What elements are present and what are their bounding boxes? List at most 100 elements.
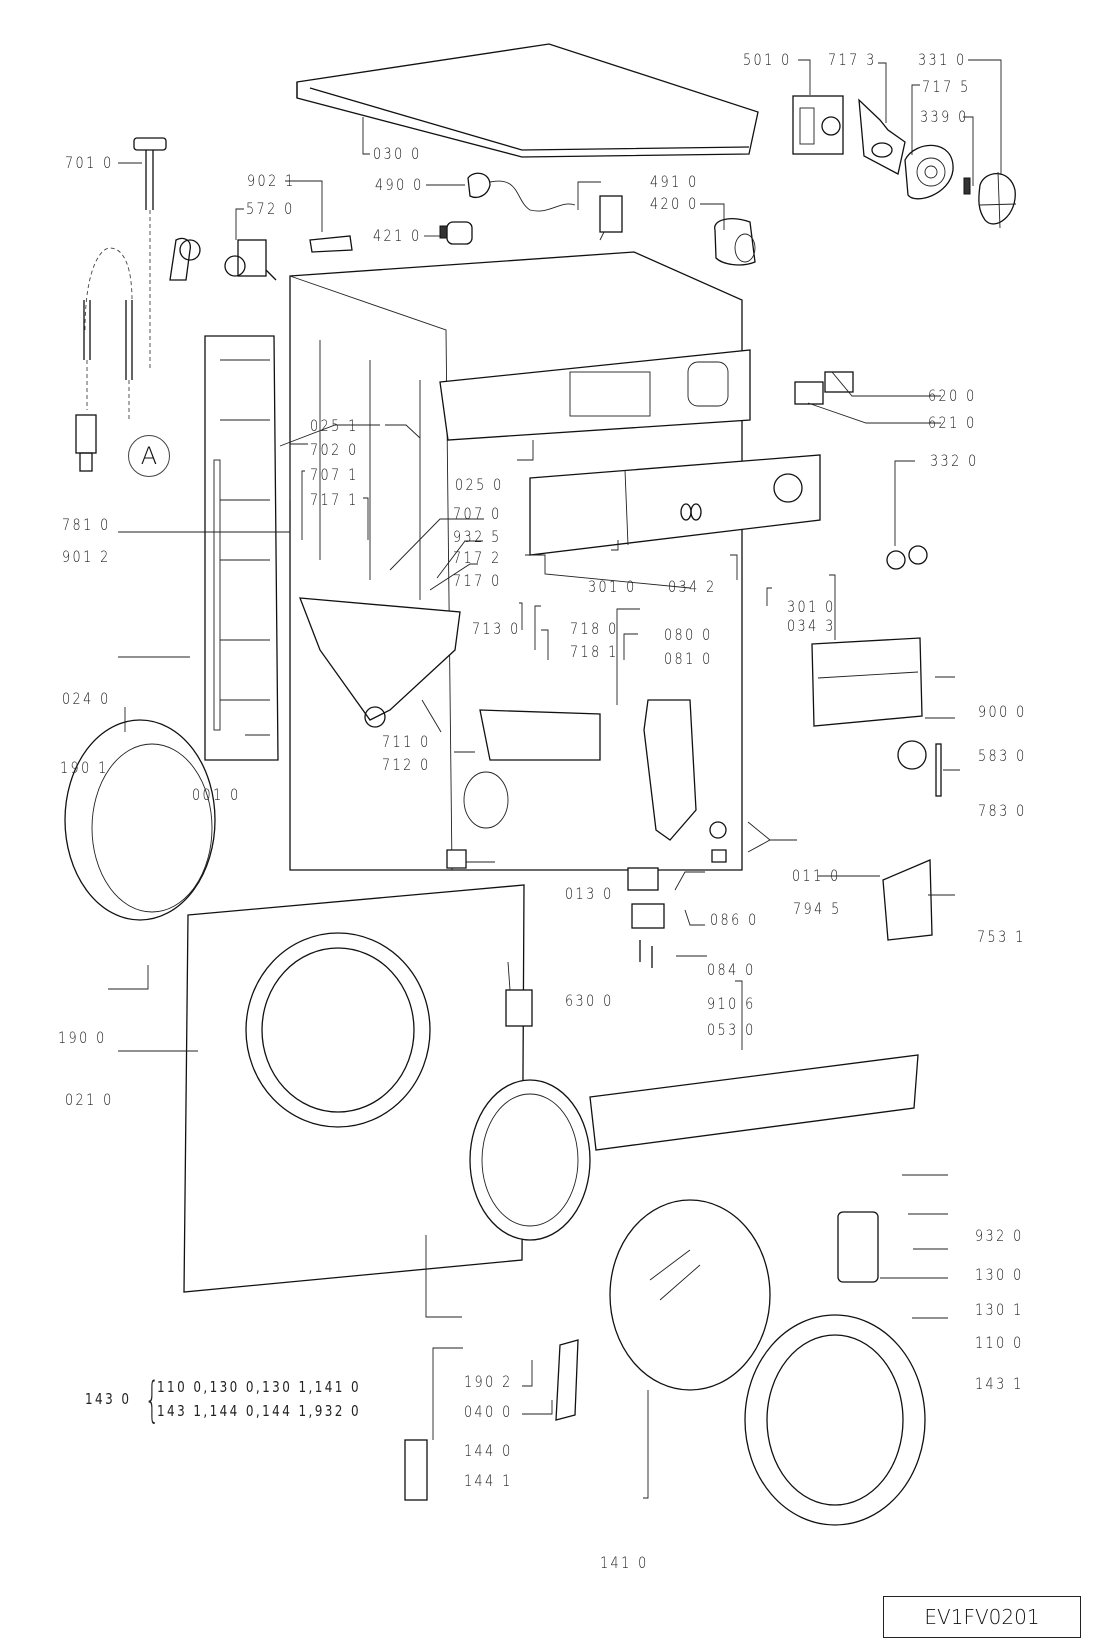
- part-label-717-2: 717 2: [453, 548, 502, 567]
- part-label-707-0: 707 0: [453, 504, 502, 523]
- part-label-084-0: 084 0: [707, 960, 756, 979]
- part-label-143-1: 143 1: [975, 1374, 1024, 1393]
- pressure-switch: [897, 740, 927, 770]
- part-label-621-0: 621 0: [928, 413, 977, 432]
- timer-knob: [963, 171, 1017, 229]
- assembly-line-1: 110 0,130 0,130 1,141 0: [157, 1378, 362, 1396]
- part-label-620-0: 620 0: [928, 386, 977, 405]
- door-hinge-plate: [555, 1339, 579, 1421]
- door-lock: [505, 989, 533, 1027]
- part-label-034-3: 034 3: [787, 616, 836, 635]
- part-label-025-0: 025 0: [455, 475, 504, 494]
- switch-blocks: [794, 371, 854, 405]
- capacitor: [714, 218, 756, 266]
- control-panel-frame: [439, 349, 751, 441]
- diagram-code-box: EV1FV0201: [883, 1596, 1081, 1638]
- door-handle: [837, 1211, 879, 1283]
- feet: [446, 821, 727, 869]
- gasket-loop: [643, 699, 697, 841]
- control-fascia: [529, 454, 821, 556]
- fill-hose: [133, 137, 167, 370]
- part-label-339-0: 339 0: [920, 107, 969, 126]
- part-label-501-0: 501 0: [743, 50, 792, 69]
- part-label-130-1: 130 1: [975, 1300, 1024, 1319]
- door-outer-ring: [744, 1314, 926, 1526]
- part-label-001-0: 001 0: [192, 785, 241, 804]
- part-label-630-0: 630 0: [565, 991, 614, 1010]
- door-ring-inner: [469, 1079, 591, 1241]
- leader-lines: [108, 59, 1002, 1499]
- part-label-712-0: 712 0: [382, 755, 431, 774]
- clamps: [627, 867, 665, 968]
- part-label-781-0: 781 0: [62, 515, 111, 534]
- programmer-timer: [792, 95, 844, 155]
- part-label-190-0: 190 0: [58, 1028, 107, 1047]
- part-label-144-0: 144 0: [464, 1441, 513, 1460]
- selector-knobs: [886, 545, 928, 570]
- terminal-block: [309, 235, 353, 253]
- part-label-190-1: 190 1: [60, 758, 109, 777]
- callout-marker-a: A: [128, 435, 170, 477]
- part-label-491-0: 491 0: [650, 172, 699, 191]
- top-lid: [296, 43, 759, 158]
- part-label-794-5: 794 5: [793, 899, 842, 918]
- part-label-711-0: 711 0: [382, 732, 431, 751]
- cabinet: [289, 251, 743, 871]
- part-label-301-0-handle: 301 0: [787, 597, 836, 616]
- part-label-902-1: 902 1: [247, 171, 296, 190]
- part-label-021-0: 021 0: [65, 1090, 114, 1109]
- part-label-713-0: 713 0: [472, 619, 521, 638]
- part-label-910-6: 910 6: [707, 994, 756, 1013]
- part-label-572-0: 572 0: [246, 199, 295, 218]
- detergent-dispenser: [299, 597, 461, 728]
- inlet-hose-pipe: [935, 743, 942, 797]
- interference-filter: [439, 221, 473, 245]
- inlet-elbow: [169, 237, 201, 281]
- front-panel: [183, 884, 525, 1293]
- damper-bracket: [882, 859, 933, 941]
- part-label-110-0: 110 0: [975, 1333, 1024, 1352]
- part-label-331-0: 331 0: [918, 50, 967, 69]
- part-label-490-0: 490 0: [375, 175, 424, 194]
- part-label-783-0: 783 0: [978, 801, 1027, 820]
- mains-cable: [467, 172, 576, 212]
- part-label-130-0: 130 0: [975, 1265, 1024, 1284]
- part-label-718-1: 718 1: [570, 642, 619, 661]
- part-label-717-0: 717 0: [453, 571, 502, 590]
- part-label-901-2: 901 2: [62, 547, 111, 566]
- part-label-034-2: 034 2: [668, 577, 717, 596]
- timer-bracket: [858, 98, 906, 175]
- part-label-717-5: 717 5: [922, 77, 971, 96]
- dial-plate: [904, 144, 954, 200]
- suppressor: [599, 195, 623, 241]
- part-label-190-2: 190 2: [464, 1372, 513, 1391]
- part-label-932-5: 932 5: [453, 527, 502, 546]
- door-seal-gasket: [64, 719, 216, 921]
- dispenser-drawer: [479, 709, 601, 761]
- part-label-025-1: 025 1: [310, 416, 359, 435]
- part-label-707-1: 707 1: [310, 465, 359, 484]
- part-label-421-0: 421 0: [373, 226, 422, 245]
- door-glass: [609, 1199, 771, 1391]
- part-label-080-0: 080 0: [664, 625, 713, 644]
- part-label-013-0: 013 0: [565, 884, 614, 903]
- part-label-900-0: 900 0: [978, 702, 1027, 721]
- hinge: [404, 1439, 428, 1501]
- part-label-081-0: 081 0: [664, 649, 713, 668]
- cabinet-rear-panel: [204, 335, 279, 761]
- part-label-053-0: 053 0: [707, 1020, 756, 1039]
- part-label-024-0: 024 0: [62, 689, 111, 708]
- plinth-strip: [589, 1054, 919, 1151]
- assembly-brace: {: [144, 1372, 161, 1428]
- part-label-301-0-fascia: 301 0: [588, 577, 637, 596]
- assembly-line-2: 143 1,144 0,144 1,932 0: [157, 1402, 362, 1420]
- part-label-030-0: 030 0: [373, 144, 422, 163]
- part-label-932-0: 932 0: [975, 1226, 1024, 1245]
- drain-hose: [75, 247, 133, 472]
- assembly-head: 143 0: [85, 1390, 132, 1408]
- inlet-valve: [224, 239, 277, 281]
- part-label-701-0: 701 0: [65, 153, 114, 172]
- part-label-753-1: 753 1: [977, 927, 1026, 946]
- part-label-040-0: 040 0: [464, 1402, 513, 1421]
